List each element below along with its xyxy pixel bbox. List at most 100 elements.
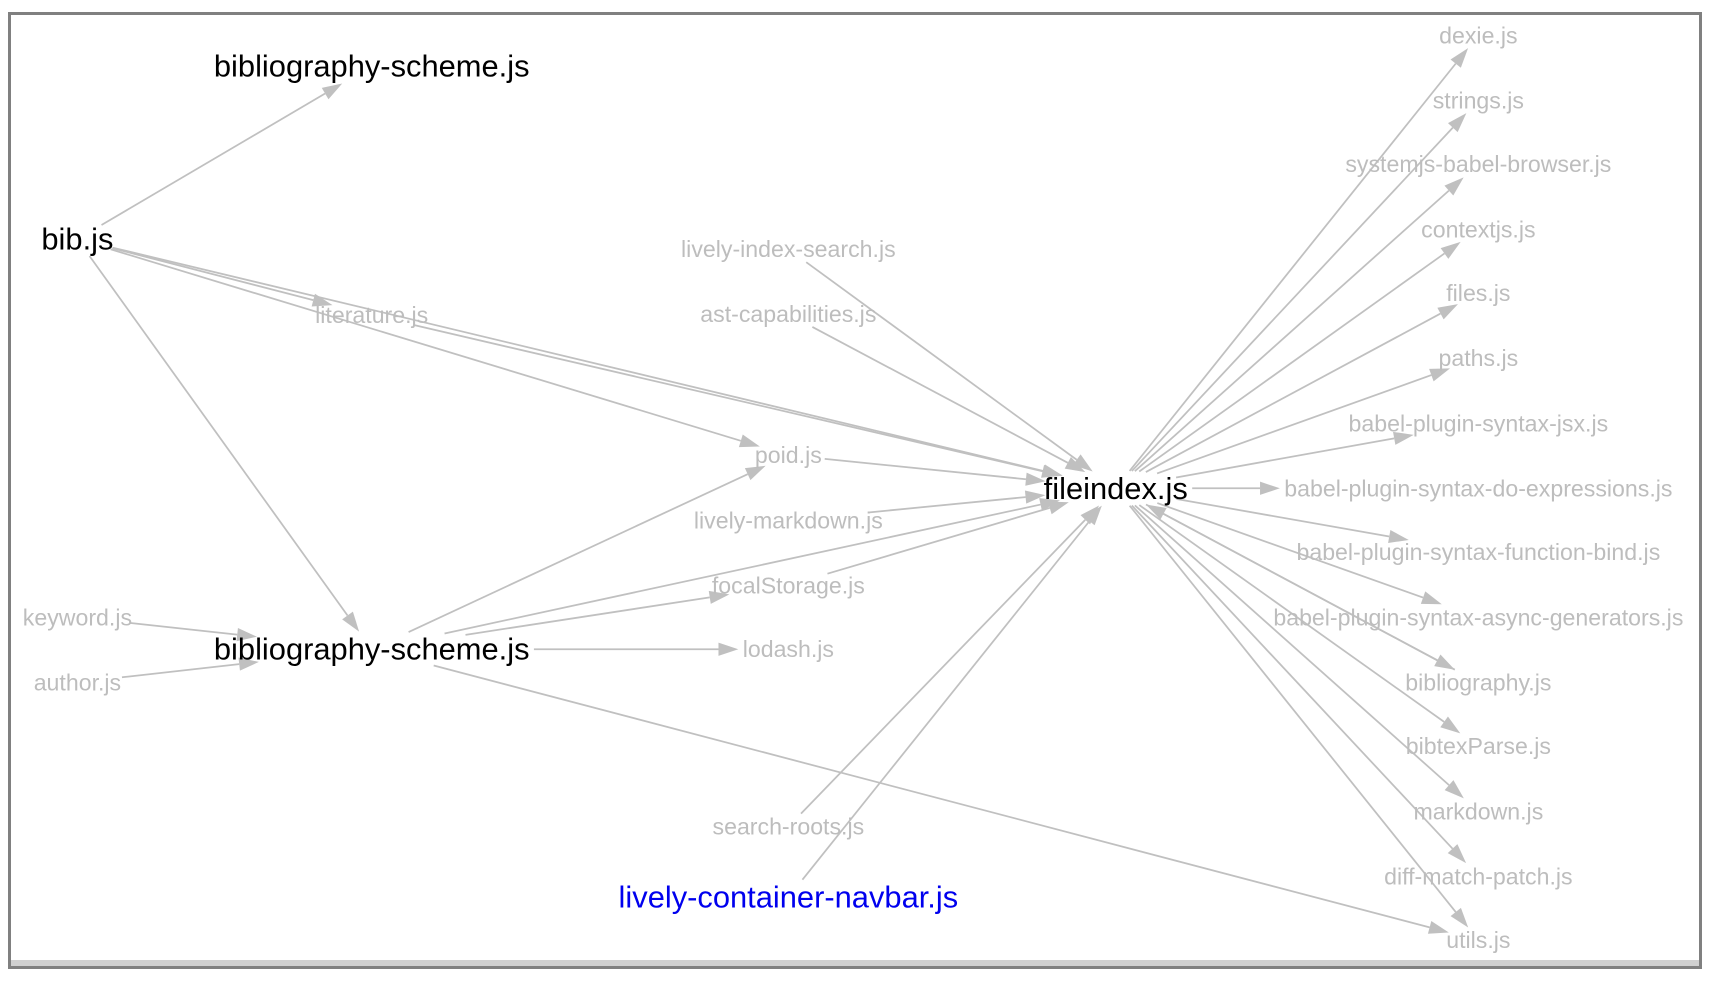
edge-fileindex-to-utils: [1128, 505, 1469, 928]
edges-layer: [88, 48, 1469, 934]
edge-line: [130, 622, 238, 636]
arrowhead-icon: [1146, 504, 1167, 520]
arrowhead-icon: [1393, 431, 1414, 445]
edge-line: [800, 519, 1086, 815]
node-markdown: markdown.js: [1413, 798, 1543, 824]
edge-line: [1175, 437, 1395, 479]
edge-fileindex-to-asyncgen: [1157, 502, 1442, 605]
nodes-layer: bibliography-scheme.js bib.js literature.j…: [23, 22, 1684, 953]
edge-line: [444, 503, 1041, 635]
node-contextjs: contextjs.js: [1421, 216, 1535, 242]
edge-fileindex-to-markdown: [1134, 504, 1464, 799]
edge-fileindex-to-doexpr: [1192, 481, 1280, 495]
arrowhead-icon: [1072, 454, 1093, 472]
arrowhead-icon: [1064, 456, 1086, 473]
edge-bibscheme-bottom-to-utils: [433, 664, 1449, 934]
node-literature: literature.js: [315, 302, 428, 328]
edge-fileindex-to-paths: [1156, 368, 1451, 475]
edge-fileindex-to-fbind: [1176, 498, 1409, 544]
graph-viewport: [8, 12, 1702, 968]
arrowhead-icon: [1047, 501, 1069, 515]
edge-line: [408, 473, 749, 633]
node-ast-capabilities: ast-capabilities.js: [700, 301, 876, 327]
arrowhead-icon: [1420, 591, 1442, 605]
horizontal-scrollbar[interactable]: [8, 960, 1702, 969]
arrowhead-icon: [1084, 505, 1102, 526]
edge-line: [465, 596, 710, 636]
arrowhead-icon: [1437, 304, 1458, 320]
arrowhead-icon: [1024, 490, 1046, 504]
node-paths: paths.js: [1439, 345, 1519, 371]
edge-bibscheme-bottom-to-fileindex: [444, 498, 1060, 635]
edge-lively-markdown-to-fileindex: [868, 490, 1046, 514]
arrowhead-icon: [1447, 844, 1467, 864]
edge-line: [1128, 505, 1457, 913]
node-author: author.js: [34, 669, 121, 695]
edge-bib-to-bibscheme-bottom: [88, 255, 360, 632]
edge-bibscheme-bottom-to-poid: [408, 465, 766, 633]
edge-line: [111, 247, 314, 302]
node-lively-markdown: lively-markdown.js: [694, 507, 883, 533]
arrowhead-icon: [238, 657, 259, 671]
node-systemjs: systemjs-babel-browser.js: [1345, 151, 1611, 177]
edge-line: [1138, 252, 1446, 473]
edge-line: [868, 496, 1026, 514]
edge-line: [110, 248, 742, 442]
edge-bib-to-poid: [110, 248, 760, 448]
edge-bib-to-bibscheme-top: [101, 83, 343, 226]
node-bibscheme-top: bibliography-scheme.js: [214, 49, 530, 84]
node-keyword: keyword.js: [23, 604, 132, 630]
node-bibtexParse: bibtexParse.js: [1406, 733, 1551, 759]
arrowhead-icon: [1444, 780, 1464, 799]
arrowhead-icon: [708, 590, 730, 604]
edge-author-to-bibscheme-bottom: [121, 657, 259, 679]
edge-fileindex-to-strings: [1131, 113, 1467, 472]
edge-fileindex-to-contextjs: [1138, 241, 1461, 473]
edge-fileindex-to-jsx: [1175, 431, 1414, 479]
node-bibliography: bibliography.js: [1405, 669, 1551, 695]
node-search-roots: search-roots.js: [713, 814, 865, 840]
edge-bibscheme-bottom-to-focalStorage: [465, 590, 730, 636]
edge-line: [811, 326, 1069, 464]
edge-line: [1131, 127, 1454, 472]
node-navbar[interactable]: lively-container-navbar.js: [619, 880, 959, 915]
arrowhead-icon: [1039, 498, 1060, 512]
node-jsx: babel-plugin-syntax-jsx.js: [1349, 410, 1609, 436]
node-utils: utils.js: [1446, 927, 1510, 953]
node-fileindex: fileindex.js: [1044, 471, 1188, 506]
arrowhead-icon: [1025, 472, 1046, 486]
edge-line: [824, 458, 1027, 481]
node-doexpr: babel-plugin-syntax-do-expressions.js: [1284, 475, 1672, 501]
edge-line: [413, 324, 1043, 473]
arrowhead-icon: [1444, 177, 1464, 196]
arrowhead-icon: [1388, 529, 1409, 544]
edge-line: [1157, 502, 1424, 599]
node-focalStorage: focalStorage.js: [712, 572, 865, 598]
edge-line: [88, 255, 349, 617]
node-dexie: dexie.js: [1439, 22, 1517, 48]
edge-line: [1134, 504, 1450, 786]
node-fbind: babel-plugin-syntax-function-bind.js: [1296, 539, 1660, 565]
edge-line: [121, 663, 240, 679]
edge-fileindex-to-dexie: [1128, 48, 1469, 472]
arrowhead-icon: [738, 434, 760, 448]
edge-line: [1176, 498, 1390, 538]
edge-line: [1131, 504, 1454, 850]
edge-focalStorage-to-fileindex: [827, 501, 1069, 575]
edge-line: [101, 92, 326, 226]
edge-line: [1156, 374, 1432, 475]
arrowhead-icon: [236, 628, 257, 642]
edge-line: [805, 261, 1078, 461]
node-bib: bib.js: [41, 222, 113, 257]
edge-line: [1134, 189, 1450, 472]
arrowhead-icon: [744, 465, 766, 481]
arrowhead-icon: [1434, 654, 1455, 670]
node-lodash: lodash.js: [743, 636, 834, 662]
edge-line: [1145, 312, 1441, 473]
arrowhead-icon: [321, 83, 343, 100]
node-diffpatch: diff-match-patch.js: [1384, 863, 1573, 889]
node-lively-index-search: lively-index-search.js: [681, 236, 896, 262]
edge-bibliography-to-fileindex: [1146, 504, 1456, 671]
edge-line: [1138, 504, 1445, 723]
